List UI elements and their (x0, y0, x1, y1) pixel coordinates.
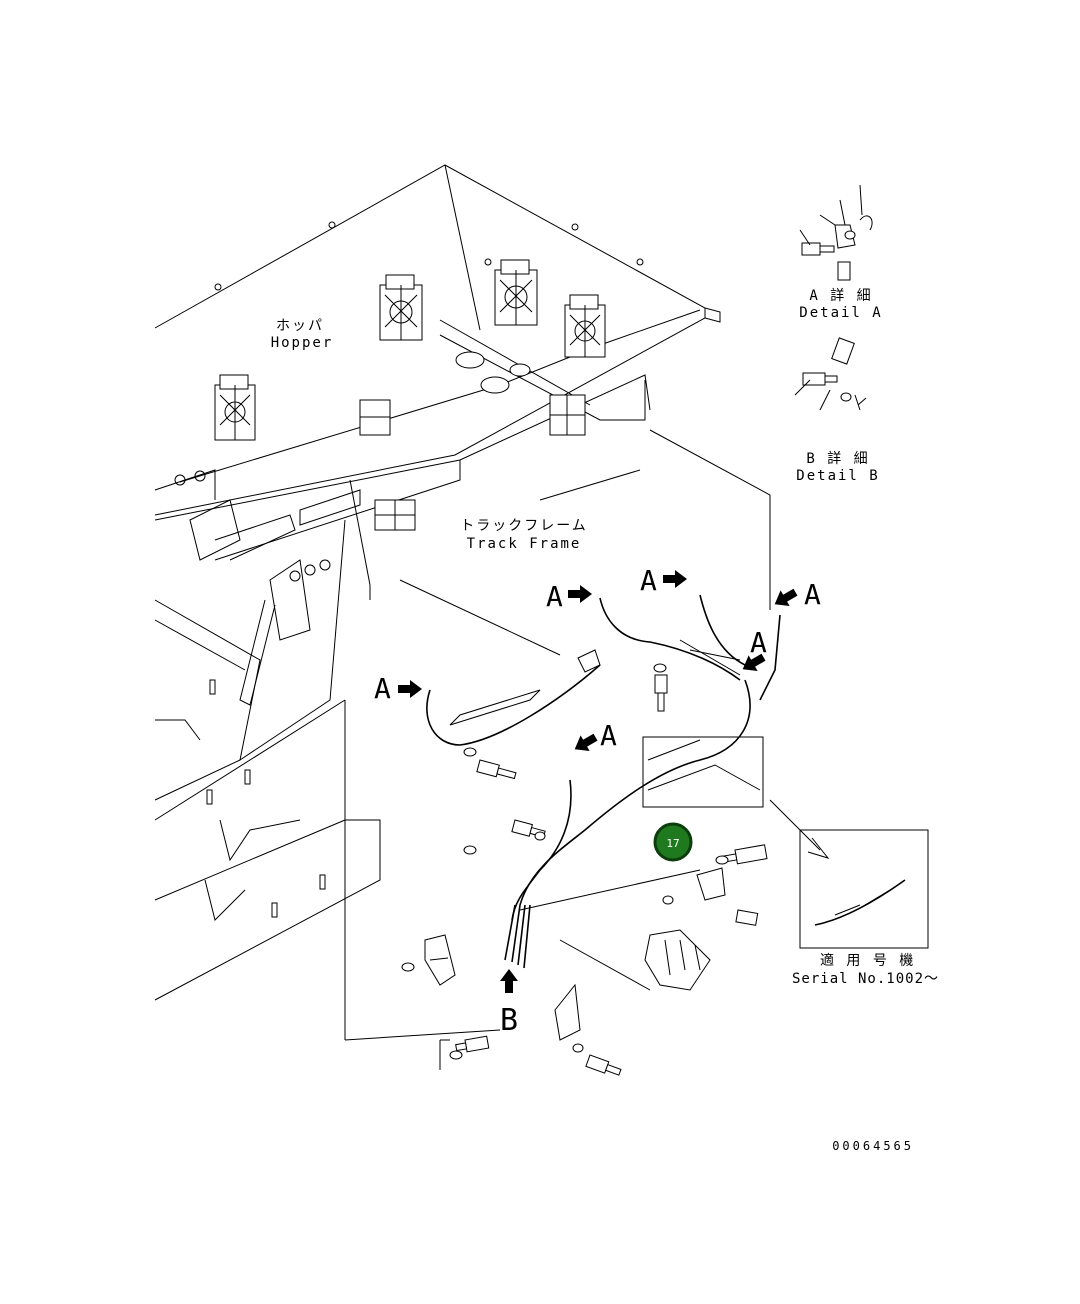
detail-a-parts (799, 184, 873, 281)
part-callout-17[interactable]: 17 (653, 822, 693, 862)
hopper-cylinder-assemblies (214, 259, 606, 531)
marker-a-3: A (640, 564, 657, 597)
hardware-parts (401, 663, 768, 1076)
marker-a-1: A (374, 672, 391, 705)
marker-a-2: A (546, 580, 563, 613)
track-frame-label-en: Track Frame (467, 536, 582, 552)
detail-b-label-jp: B 詳 細 (806, 451, 869, 467)
figure-id: 00064565 (832, 1139, 914, 1153)
track-frame (154, 469, 381, 1040)
marker-b: B (500, 1003, 518, 1038)
marker-a-6: A (600, 719, 617, 752)
callout-circle[interactable] (653, 822, 693, 862)
wiring-harness (426, 594, 781, 969)
detail-a-label-jp: A 詳 細 (809, 288, 872, 304)
detail-b-parts (794, 337, 867, 411)
callout-number[interactable]: 17 (666, 837, 679, 850)
serial-label-en: Serial No.1002～ (792, 971, 939, 987)
marker-a-5: A (750, 626, 767, 659)
section-markers: A A A A A A B (374, 564, 821, 1038)
hopper-label-en: Hopper (271, 335, 334, 351)
detail-boxes (642, 736, 929, 949)
detail-b-label-en: Detail B (796, 468, 879, 484)
track-frame-label-jp: トラックフレーム (460, 518, 588, 534)
hopper-label-jp: ホッパ (276, 318, 324, 334)
marker-a-4: A (804, 578, 821, 611)
serial-label-jp: 適 用 号 機 (820, 952, 915, 969)
hopper-frame (154, 164, 721, 561)
leader-lines (344, 429, 771, 1041)
detail-a-label-en: Detail A (799, 305, 882, 321)
